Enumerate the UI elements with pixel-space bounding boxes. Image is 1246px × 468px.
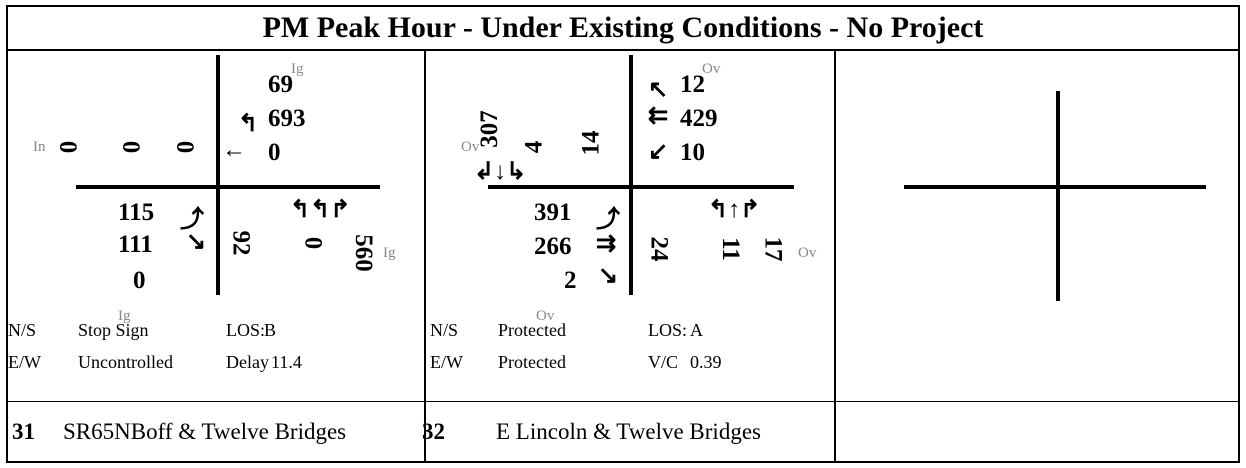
nb-turn-arrows-icon: ↰↰↱ (290, 197, 351, 223)
wb-volume: 69 (268, 71, 293, 98)
eb-volume: 2 (564, 267, 577, 294)
control-east: Ov (798, 245, 817, 261)
metric1-value: A (690, 320, 703, 340)
divider (426, 401, 834, 402)
nb-volume: 24 (645, 236, 673, 262)
ns-label: N/S (430, 320, 459, 340)
diagram-sheet: PM Peak Hour - Under Existing Conditions… (6, 5, 1240, 463)
eb-through-arrows-icon: ⇉ (596, 231, 617, 257)
control-west: Ov (461, 139, 480, 155)
sb-volume: 0 (172, 140, 200, 154)
divider (836, 401, 1238, 402)
intersection-panel-31: Ig In Ig Ig 0 0 0 69 693 0 ↰ ← 115 111 0… (8, 49, 426, 461)
control-east: Ig (383, 245, 396, 261)
eb-left-turn-arrow-icon: ⤴ (596, 207, 620, 233)
intersection-cross-31 (76, 55, 380, 295)
intersection-panel-32: Ov Ov Ov Ov 307 4 14 ↲↓↳ 12 429 10 ↖ ⇇ ↙… (422, 49, 836, 461)
control-north: Ov (702, 61, 721, 77)
eb-volume: 111 (118, 231, 153, 258)
wb-volume: 0 (268, 139, 281, 166)
sb-volume: 4 (520, 140, 548, 154)
wb-volume: 12 (680, 71, 705, 98)
metric1-label: LOS: (648, 320, 688, 340)
metric1-label: LOS: (226, 320, 266, 340)
nb-volume: 11 (716, 237, 744, 261)
eb-volume: 266 (534, 233, 572, 260)
wb-right-turn-arrow-icon: ↰ (238, 111, 259, 137)
eb-right-turn-arrow-icon: ↘ (186, 229, 207, 255)
eb-left-turn-arrow-icon: ⤴ (180, 207, 204, 233)
sb-volume: 14 (577, 130, 605, 156)
metric1-value: B (264, 320, 277, 340)
wb-through-arrow-icon: ⇇ (648, 103, 669, 129)
eb-volume: 0 (133, 267, 146, 294)
wb-volume: 693 (268, 105, 306, 132)
ew-label: E/W (8, 352, 41, 372)
intersection-cross-empty (904, 91, 1206, 301)
control-west: In (33, 139, 46, 155)
divider (8, 401, 424, 402)
nb-volume: 0 (299, 236, 327, 250)
ns-label: N/S (8, 320, 37, 340)
nb-volume: 17 (759, 236, 787, 262)
nb-volume: 92 (227, 230, 255, 256)
nb-turn-arrows-icon: ↰↑↱ (708, 197, 761, 223)
intersection-cross-32 (488, 55, 794, 295)
nb-volume: 560 (349, 234, 377, 272)
eb-right-turn-arrow-icon: ↘ (598, 263, 619, 289)
metric2-label: V/C (648, 352, 679, 372)
sb-turn-arrows-icon: ↲↓↳ (474, 159, 527, 185)
sb-volume: 0 (55, 140, 83, 154)
intersection-number: 31 (12, 419, 35, 444)
page-title: PM Peak Hour - Under Existing Conditions… (8, 7, 1238, 51)
eb-volume: 391 (534, 199, 572, 226)
intersection-name: E Lincoln & Twelve Bridges (496, 419, 761, 444)
control-south: Ov (536, 308, 555, 324)
metric2-value: 0.39 (690, 352, 722, 372)
empty-intersection-panel (836, 49, 1238, 461)
wb-right-turn-arrow-icon: ↖ (648, 77, 669, 103)
metric2-label: Delay (226, 352, 269, 372)
metric2-value: 11.4 (271, 352, 302, 372)
ew-control: Protected (498, 352, 566, 372)
wb-volume: 429 (680, 105, 718, 132)
control-north: Ig (291, 61, 304, 77)
eb-volume: 115 (118, 199, 155, 226)
control-south: Ig (118, 308, 131, 324)
intersection-number: 32 (422, 419, 445, 444)
sb-volume: 307 (475, 110, 503, 148)
ew-control: Uncontrolled (78, 352, 173, 372)
ns-control: Protected (498, 320, 566, 340)
wb-through-arrow-icon: ← (222, 137, 246, 163)
ew-label: E/W (430, 352, 463, 372)
wb-volume: 10 (680, 139, 705, 166)
wb-left-turn-arrow-icon: ↙ (648, 139, 669, 165)
intersection-name: SR65NBoff & Twelve Bridges (63, 419, 347, 444)
ns-control: Stop Sign (78, 320, 149, 340)
sb-volume: 0 (118, 140, 146, 154)
